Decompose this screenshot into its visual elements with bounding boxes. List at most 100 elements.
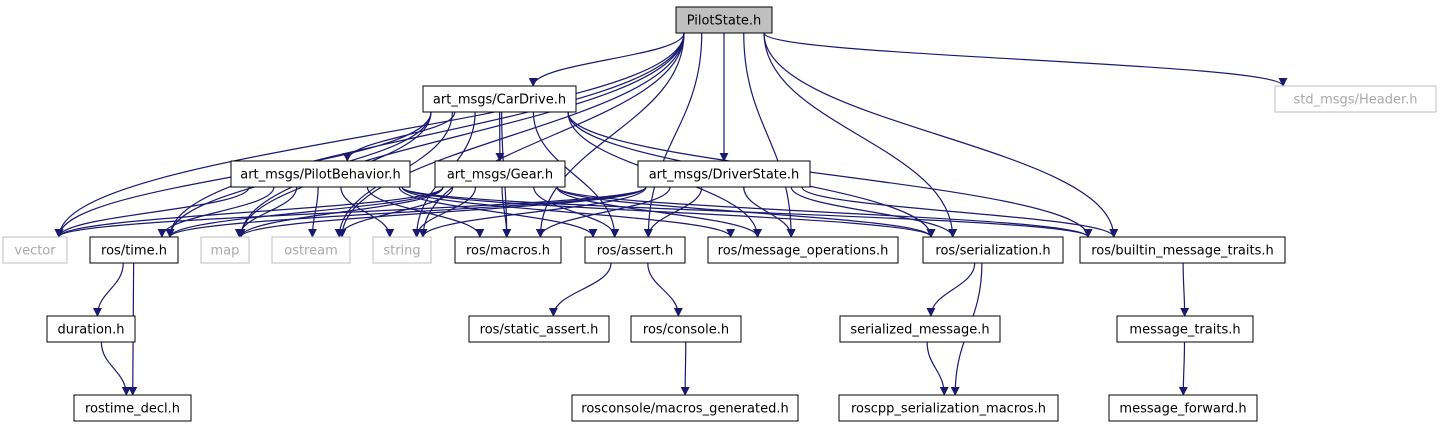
edge-pilotstate-to-msgops: [743, 32, 796, 238]
edge-driverState-to-rostime: [165, 186, 647, 238]
edge-serialization-to-serializedmsg: [926, 262, 976, 317]
node-box: [630, 315, 742, 343]
node-box: [1274, 85, 1437, 113]
node-label: duration.h: [57, 323, 124, 338]
node-box: [46, 315, 136, 343]
node-pilotstate[interactable]: PilotState.h: [675, 6, 773, 34]
edge-gear-to-rostime: [165, 186, 444, 238]
node-label: serialized_message.h: [850, 323, 989, 338]
node-label: art_msgs/PilotBehavior.h: [240, 168, 400, 183]
node-rostimedecl[interactable]: rostime_decl.h: [73, 394, 192, 422]
node-gear[interactable]: art_msgs/Gear.h: [434, 160, 566, 188]
node-label: rosconsole/macros_generated.h: [581, 402, 788, 417]
node-header: std_msgs/Header.h: [1274, 85, 1437, 113]
edge-pilotstate-to-vector: [54, 32, 685, 238]
edge-gear-to-builtin: [556, 186, 1093, 238]
edge-carDrive-to-pilotBehavior: [342, 111, 456, 162]
node-box: [454, 236, 562, 264]
edge-pilotBehavior-to-msgops: [401, 186, 736, 238]
node-msgops[interactable]: ros/message_operations.h: [707, 236, 899, 264]
edge-pilotBehavior-to-string: [340, 186, 395, 238]
node-label: vector: [14, 244, 56, 259]
node-label: ros/serialization.h: [935, 244, 1050, 259]
node-box: [1116, 315, 1254, 343]
edge-pilotstate-to-rostime: [165, 32, 685, 238]
node-msgtraits[interactable]: message_traits.h: [1116, 315, 1254, 343]
node-box: [838, 394, 1059, 422]
node-box: [422, 85, 577, 113]
node-label: string: [383, 244, 420, 259]
node-box: [271, 236, 351, 264]
node-string: string: [372, 236, 432, 264]
node-box: [372, 236, 432, 264]
edge-gear-to-ostream: [334, 186, 454, 238]
node-console[interactable]: ros/console.h: [630, 315, 742, 343]
edge-pilotstate-to-assert: [643, 32, 703, 238]
edge-rostime-to-duration: [92, 262, 124, 317]
node-box: [922, 236, 1064, 264]
node-vector: vector: [2, 236, 68, 264]
edge-driverState-to-serialization: [790, 186, 958, 238]
edge-builtin-to-msgtraits: [1180, 262, 1190, 317]
node-label: ros/builtin_message_traits.h: [1091, 244, 1274, 259]
edge-gear-to-msgops: [556, 186, 762, 238]
edge-msgtraits-to-msgforward: [1178, 341, 1188, 396]
node-label: roscpp_serialization_macros.h: [851, 402, 1046, 417]
edge-serializedmsg-to-serialmacros: [926, 341, 949, 396]
edge-pilotBehavior-to-vector: [54, 186, 250, 238]
node-duration[interactable]: duration.h: [46, 315, 136, 343]
edge-carDrive-to-assert: [532, 111, 620, 238]
node-pilotBehavior[interactable]: art_msgs/PilotBehavior.h: [230, 160, 411, 188]
node-box: [2, 236, 68, 264]
edge-pilotBehavior-to-serialization: [401, 186, 936, 238]
edge-assert-to-console: [647, 262, 683, 317]
node-driverState[interactable]: art_msgs/DriverState.h: [637, 160, 811, 188]
node-label: ros/time.h: [101, 244, 167, 259]
node-label: ostream: [284, 244, 338, 259]
node-ostream: ostream: [271, 236, 351, 264]
edge-driverState-to-macros: [535, 186, 671, 238]
edge-pilotBehavior-to-assert: [398, 186, 598, 238]
edge-gear-to-serialization: [556, 186, 936, 238]
edge-pilotstate-to-builtin: [763, 32, 1119, 238]
node-label: std_msgs/Header.h: [1294, 93, 1418, 108]
nodes: PilotState.h art_msgs/CarDrive.h std_msgs/…: [2, 6, 1437, 422]
node-box: [1079, 236, 1286, 264]
node-box: [675, 6, 773, 34]
node-label: art_msgs/DriverState.h: [649, 168, 800, 183]
node-rostime[interactable]: ros/time.h: [89, 236, 179, 264]
node-macros[interactable]: ros/macros.h: [454, 236, 562, 264]
node-serialization[interactable]: ros/serialization.h: [922, 236, 1064, 264]
node-box: [73, 394, 192, 422]
node-staticassert[interactable]: ros/static_assert.h: [468, 315, 610, 343]
edge-duration-to-rostimedecl: [100, 341, 131, 396]
node-label: PilotState.h: [687, 14, 762, 29]
node-serializedmsg[interactable]: serialized_message.h: [839, 315, 1001, 343]
node-builtin[interactable]: ros/builtin_message_traits.h: [1079, 236, 1286, 264]
node-box: [468, 315, 610, 343]
node-label: ros/assert.h: [597, 244, 674, 259]
node-serialmacros[interactable]: roscpp_serialization_macros.h: [838, 394, 1059, 422]
node-label: art_msgs/CarDrive.h: [433, 93, 566, 108]
edge-driverState-to-map: [236, 186, 647, 238]
node-label: art_msgs/Gear.h: [447, 168, 553, 183]
node-assert[interactable]: ros/assert.h: [584, 236, 686, 264]
node-map: map: [200, 236, 250, 264]
edge-carDrive-to-builtin: [567, 111, 1093, 238]
node-box: [230, 160, 411, 188]
edge-pilotBehavior-to-ostream: [307, 186, 319, 238]
node-msgforward[interactable]: message_forward.h: [1108, 394, 1258, 422]
node-label: rostime_decl.h: [85, 402, 180, 417]
node-box: [1108, 394, 1258, 422]
node-rosconsolemacros[interactable]: rosconsole/macros_generated.h: [571, 394, 799, 422]
node-carDrive[interactable]: art_msgs/CarDrive.h: [422, 85, 577, 113]
node-box: [584, 236, 686, 264]
edge-console-to-rosconsolemacros: [680, 341, 690, 396]
edges: [54, 32, 1288, 396]
node-label: message_forward.h: [1119, 402, 1246, 417]
edge-gear-to-vector: [54, 186, 444, 238]
edge-driverState-to-assert: [643, 186, 703, 238]
node-box: [571, 394, 799, 422]
node-label: ros/static_assert.h: [480, 323, 599, 338]
